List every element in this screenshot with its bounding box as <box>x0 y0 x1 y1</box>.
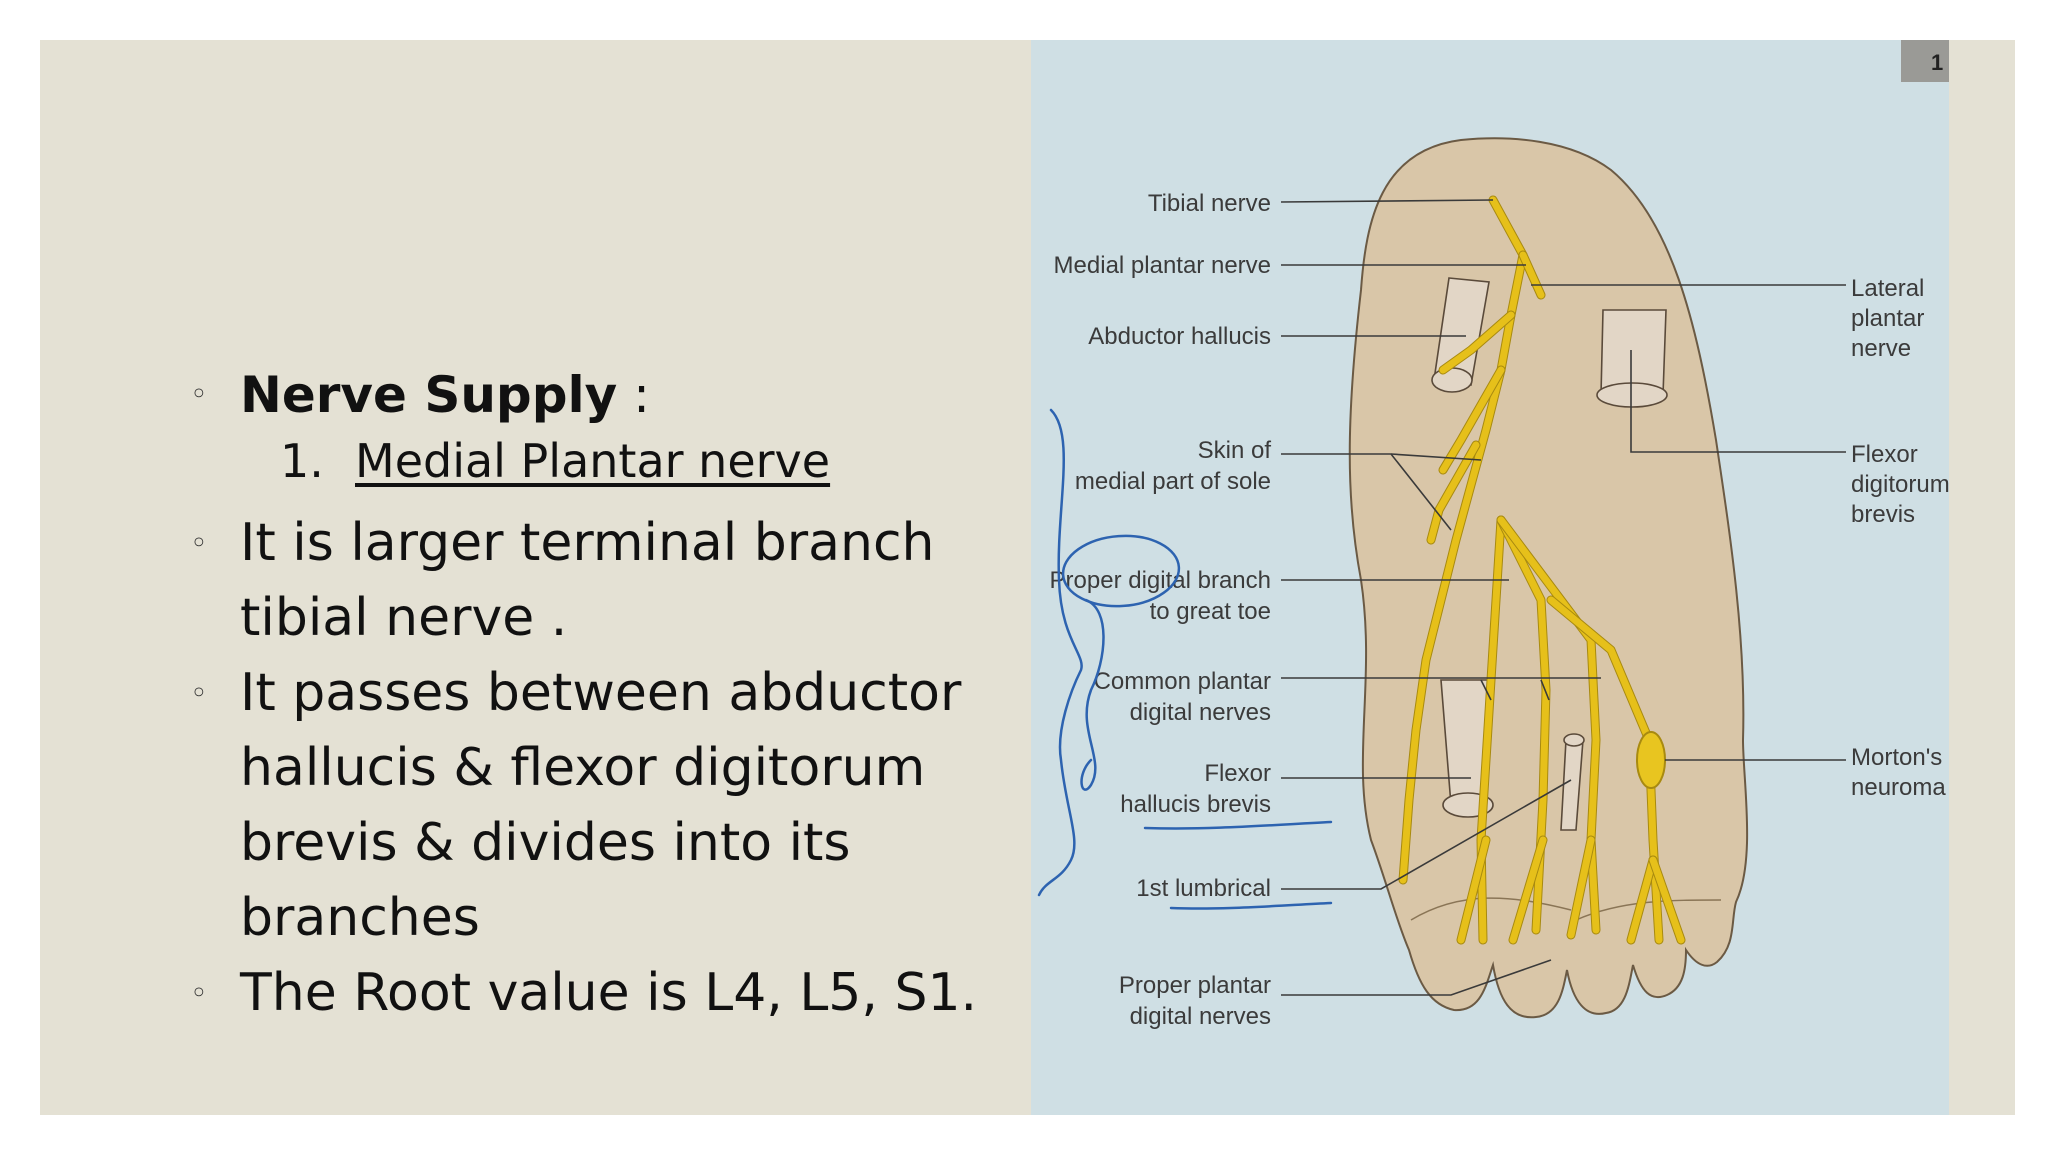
label-fdb-line1: Flexor <box>1851 441 1918 468</box>
page-number: 1 <box>1931 50 1943 75</box>
leader-line <box>1281 959 1552 996</box>
label-morton-line2: neuroma <box>1851 774 1946 801</box>
pen-circle <box>1061 534 1181 608</box>
sub-item-number: 1. <box>280 434 324 488</box>
leader-line <box>1280 199 1494 203</box>
pen-annotations <box>1037 408 1333 910</box>
pen-scribble <box>1080 598 1105 791</box>
page-number-tab <box>1901 40 1949 82</box>
bullet-line: It passes between abductor <box>240 663 962 723</box>
label-first-lumbrical: 1st lumbrical <box>1136 875 1271 902</box>
bullet-line: branches <box>240 888 480 948</box>
bullet-line: tibial nerve . <box>240 588 568 648</box>
pen-underline <box>1143 820 1333 830</box>
label-lateral-line2: plantar <box>1851 305 1924 332</box>
bullet-line: It is larger terminal branch <box>240 513 935 573</box>
bullet-line: brevis & divides into its <box>240 813 851 873</box>
label-proper-digital-line2: to great toe <box>1150 598 1271 625</box>
label-lateral-line3: nerve <box>1851 335 1911 362</box>
bullet-item-3: ◦ The Root value is L4, L5, S1. <box>190 956 1040 1031</box>
heading-colon: : <box>617 366 650 424</box>
label-fdb-line3: brevis <box>1851 501 1915 528</box>
bullet-marker: ◦ <box>190 976 208 1011</box>
flexor-digitorum-brevis-muscle <box>1596 309 1668 408</box>
pen-underline <box>1169 901 1333 910</box>
sub-item: 1. Medial Plantar nerve <box>190 430 1040 492</box>
leader-line <box>1480 679 1492 701</box>
leader-line <box>1390 453 1482 461</box>
bullet-marker: ◦ <box>190 676 208 711</box>
foot-diagram-svg: 1 <box>1037 40 1949 1030</box>
lumbrical-muscle <box>1560 733 1585 831</box>
toe-crease <box>1410 897 1572 921</box>
bullet-marker: ◦ <box>190 377 208 412</box>
heading-bold: Nerve Supply <box>240 366 618 424</box>
label-proper-digital-line1: Proper digital branch <box>1050 567 1271 594</box>
label-morton-line1: Morton's <box>1851 744 1942 771</box>
mortons-neuroma <box>1636 731 1666 789</box>
label-abductor-hallucis: Abductor hallucis <box>1088 323 1271 350</box>
heading-row: ◦ Nerve Supply : <box>190 360 1040 430</box>
bullet-line: The Root value is L4, L5, S1. <box>240 963 978 1023</box>
label-skin-line1: Skin of <box>1198 437 1272 464</box>
label-lateral-line1: Lateral <box>1851 275 1924 302</box>
bullet-item-1: ◦ It is larger terminal branch tibial ne… <box>190 506 1040 656</box>
leader-line <box>1630 350 1846 453</box>
label-proper-plantar-line1: Proper plantar <box>1119 972 1271 999</box>
sub-item-text: Medial Plantar nerve <box>355 434 831 488</box>
abductor-hallucis-muscle <box>1431 277 1490 393</box>
leader-line <box>1540 679 1550 701</box>
label-fdb-line2: digitorum <box>1851 471 1949 498</box>
bullet-item-2: ◦ It passes between abductor hallucis & … <box>190 656 1040 956</box>
label-medial-plantar-nerve: Medial plantar nerve <box>1054 252 1271 279</box>
text-block: ◦ Nerve Supply : 1.Medial Plantar nerve … <box>190 360 1040 1031</box>
label-proper-plantar-line2: digital nerves <box>1130 1003 1271 1030</box>
leader-line <box>1281 779 1572 890</box>
bullet-marker: ◦ <box>190 526 208 561</box>
bullet-line: hallucis & flexor digitorum <box>240 738 926 798</box>
label-common-plantar-line2: digital nerves <box>1130 699 1271 726</box>
label-tibial-nerve: Tibial nerve <box>1148 190 1271 217</box>
label-fhb-line2: hallucis brevis <box>1120 791 1271 818</box>
pen-bracket <box>1037 408 1083 897</box>
label-fhb-line1: Flexor <box>1204 760 1271 787</box>
foot-diagram: 1 <box>1031 40 1949 1115</box>
label-skin-line2: medial part of sole <box>1075 468 1271 495</box>
label-common-plantar-line1: Common plantar <box>1094 668 1271 695</box>
slide: ◦ Nerve Supply : 1.Medial Plantar nerve … <box>40 40 2015 1115</box>
